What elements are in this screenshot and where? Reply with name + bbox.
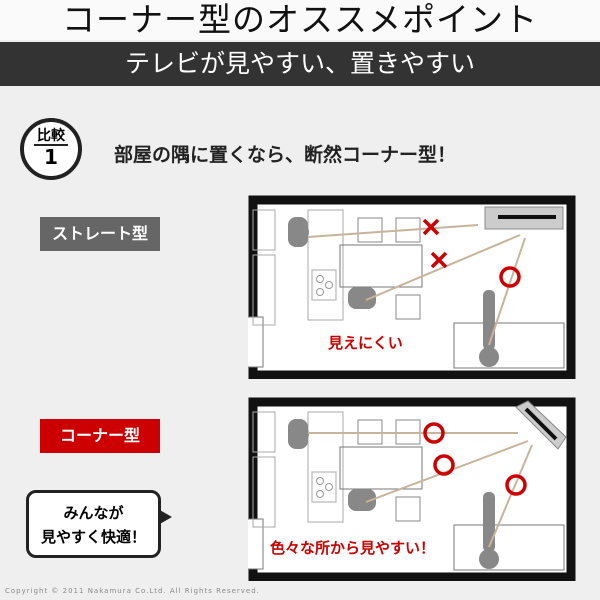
page-title: コーナー型のオススメポイント xyxy=(0,0,600,40)
bubble-line-2: 見やすく快適！ xyxy=(40,528,146,546)
floor-plan-drawing xyxy=(237,195,576,380)
person-icon xyxy=(288,217,309,247)
corner-type-label: コーナー型 xyxy=(40,419,160,453)
circle-mark-icon xyxy=(423,422,527,496)
copyright: Copyright © 2011 Nakamura Co.Ltd. All Ri… xyxy=(5,587,260,595)
circle-mark-icon xyxy=(499,266,521,288)
stove-icon xyxy=(311,471,337,503)
stove-icon xyxy=(311,269,337,301)
floor-plan-drawing xyxy=(237,397,576,582)
speech-bubble: みんなが 見やすく快適！ xyxy=(26,490,172,558)
person-icon xyxy=(479,492,499,569)
floor-plan-straight: 見えにくい xyxy=(237,195,576,380)
person-icon xyxy=(288,419,309,449)
hard-to-see-note: 見えにくい xyxy=(328,334,403,352)
straight-type-label: ストレート型 xyxy=(40,217,160,251)
badge-number: 1 xyxy=(44,145,58,169)
comparison-badge: 比較 1 xyxy=(20,118,82,180)
easy-to-see-note: 色々な所から見やすい！ xyxy=(270,539,436,557)
section-heading: 部屋の隅に置くなら、断然コーナー型！ xyxy=(114,144,457,166)
bubble-line-1: みんなが xyxy=(63,504,124,522)
subtitle-bar: テレビが見やすい、置きやすい xyxy=(0,42,600,86)
floor-plan-corner: 色々な所から見やすい！ xyxy=(237,397,576,582)
badge-label: 比較 xyxy=(34,128,68,146)
person-icon xyxy=(348,489,376,511)
cross-mark-icon xyxy=(422,218,448,269)
person-icon xyxy=(348,287,376,309)
